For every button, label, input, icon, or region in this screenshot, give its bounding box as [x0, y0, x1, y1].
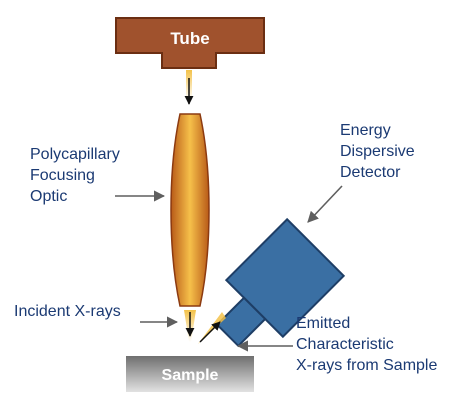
sample-label: Sample — [162, 367, 219, 384]
ed-detector — [215, 217, 346, 348]
emitted-label: Emitted Characteristic X-rays from Sampl… — [296, 313, 437, 376]
detector-callout-arrow — [307, 185, 343, 223]
detector-label-line-3: Detector — [340, 164, 401, 181]
detector-label: Energy Dispersive Detector — [340, 120, 415, 183]
emitted-label-line-3: X-rays from Sample — [296, 357, 438, 374]
polycapillary-optic — [170, 113, 210, 307]
sample-block — [126, 356, 254, 392]
optic-label-line-1: Polycapillary — [30, 146, 120, 163]
detector-label-line-2: Dispersive — [340, 143, 415, 160]
optic-label-line-2: Focusing — [30, 167, 95, 184]
detector-label-line-1: Energy — [340, 122, 391, 139]
tube-label: Tube — [170, 29, 209, 48]
detector-snout — [215, 296, 267, 348]
tube-body — [115, 17, 265, 69]
optic-label: Polycapillary Focusing Optic — [30, 144, 120, 207]
optic-label-line-3: Optic — [30, 188, 68, 205]
emitted-label-line-2: Characteristic — [296, 336, 394, 353]
emitted-beam-arrow — [199, 321, 221, 343]
emitted-label-line-1: Emitted — [296, 315, 351, 332]
incident-label-text: Incident X-rays — [14, 303, 121, 320]
incident-label: Incident X-rays — [14, 301, 121, 322]
